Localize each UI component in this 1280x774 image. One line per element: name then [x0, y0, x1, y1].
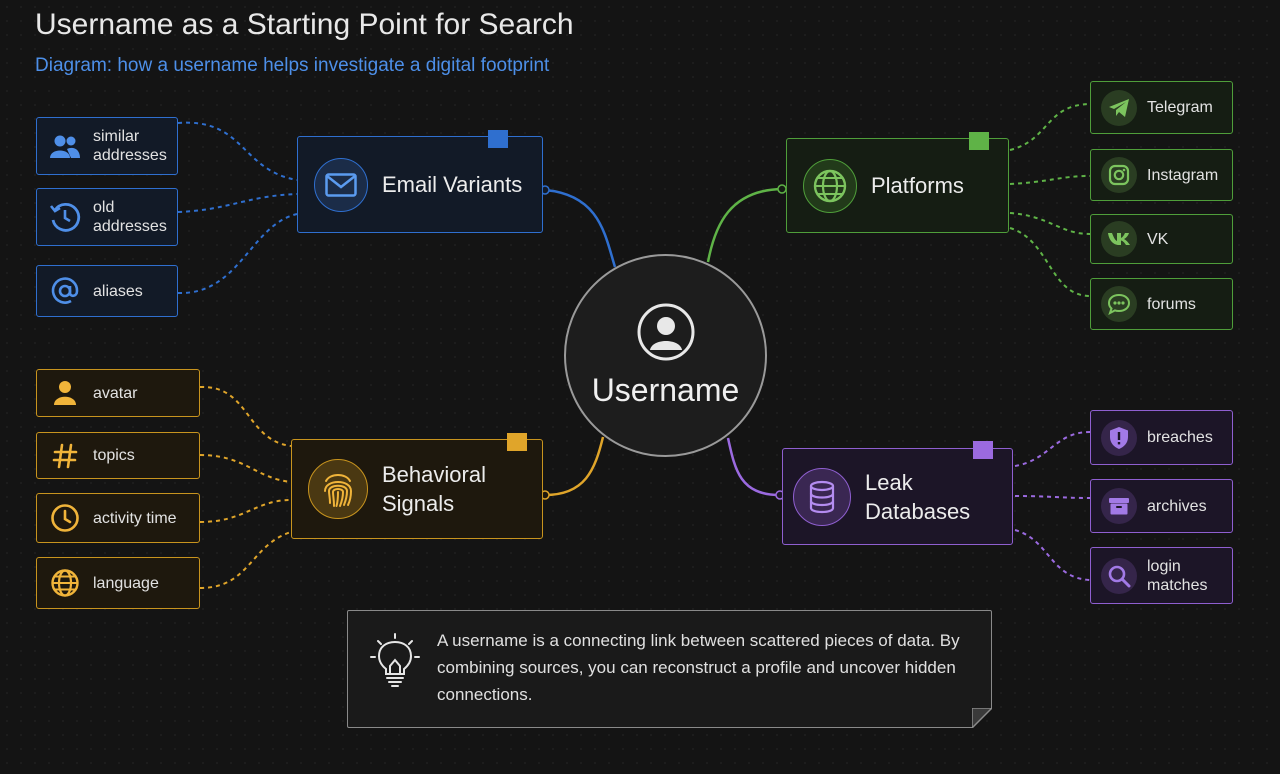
hashtag-icon [47, 438, 83, 474]
leak-databases-label: Leak Databases [865, 468, 970, 526]
leaf-label: Telegram [1147, 99, 1213, 116]
behavioral-corner-marker [507, 433, 527, 451]
leaf-avatar: avatar [36, 369, 200, 417]
leaf-language: language [36, 557, 200, 609]
email-variants-node: Email Variants [297, 136, 543, 233]
page-subtitle: Diagram: how a username helps investigat… [35, 55, 550, 76]
leaf-label: login matches [1147, 557, 1208, 594]
telegram-icon [1101, 89, 1137, 126]
note-text: A username is a connecting link between … [437, 631, 960, 704]
vk-icon [1101, 221, 1137, 257]
page-title: Username as a Starting Point for Search [35, 8, 574, 41]
email-corner-marker [488, 130, 508, 148]
leaf-activity-time: activity time [36, 493, 200, 543]
platforms-label: Platforms [871, 173, 964, 198]
center-label: Username [591, 372, 740, 408]
lightbulb-icon [370, 633, 420, 689]
platforms-corner-marker [969, 132, 989, 150]
platforms-node: Platforms [786, 138, 1009, 233]
clock-icon [47, 500, 83, 536]
leaf-login-matches: login matches [1090, 547, 1233, 604]
instagram-icon [1101, 157, 1137, 193]
leaf-telegram: Telegram [1090, 81, 1233, 134]
globe-icon [803, 158, 857, 213]
history-icon [47, 199, 83, 235]
leaf-label: VK [1147, 230, 1169, 248]
leaf-label: activity time [93, 509, 177, 527]
leaf-archives: archives [1090, 479, 1233, 533]
database-icon [793, 467, 851, 526]
leak-label-line2: Databases [865, 498, 971, 524]
leaf-vk: VK [1090, 214, 1233, 264]
leaf-forums: forums [1090, 278, 1233, 330]
leaf-label: forums [1147, 295, 1196, 313]
leaf-similar-addresses: similar addresses [36, 117, 178, 175]
chat-bubble-icon [1101, 286, 1137, 322]
leaf-label: avatar [93, 384, 138, 402]
leaf-instagram: Instagram [1090, 149, 1233, 201]
info-note: A username is a connecting link between … [347, 610, 992, 728]
leaf-label: archives [1147, 497, 1207, 515]
note-page-fold [972, 708, 992, 728]
connector-email [544, 188, 617, 268]
globe-icon [47, 565, 83, 601]
leaf-label: old addresses [93, 199, 167, 235]
leak-corner-marker [973, 441, 993, 459]
leak-databases-node: Leak Databases [782, 448, 1013, 545]
behavioral-label-line2: Signals [382, 491, 455, 516]
shield-alert-icon [1101, 419, 1137, 456]
connector-behavioral [544, 436, 605, 497]
behavioral-label-line1: Behavioral [382, 462, 486, 487]
person-icon [47, 375, 83, 411]
fingerprint-icon [308, 459, 368, 519]
behavioral-signals-node: Behavioral Signals [291, 439, 543, 539]
leaf-label: language [93, 574, 159, 592]
behavioral-signals-label: Behavioral Signals [382, 460, 486, 518]
leaf-aliases: aliases [36, 265, 178, 317]
leak-label-line1: Leak [865, 469, 913, 495]
archive-box-icon [1101, 488, 1137, 524]
user-icon [637, 303, 694, 361]
users-icon [47, 128, 83, 164]
email-variants-label: Email Variants [382, 172, 523, 197]
envelope-icon [314, 157, 368, 212]
leaf-label: similar addresses [93, 128, 167, 164]
leaf-topics: topics [36, 432, 200, 479]
at-sign-icon [47, 273, 83, 309]
connector-platforms [706, 187, 783, 263]
magnifier-icon [1101, 557, 1137, 594]
leaf-breaches: breaches [1090, 410, 1233, 465]
leaf-label: topics [93, 447, 135, 464]
leaf-label: Instagram [1147, 166, 1219, 184]
leaf-old-addresses: old addresses [36, 188, 178, 246]
leaf-label: aliases [93, 282, 143, 300]
leaf-label: breaches [1147, 429, 1213, 446]
center-username-node: Username [564, 254, 767, 457]
connector-leak [726, 437, 781, 497]
